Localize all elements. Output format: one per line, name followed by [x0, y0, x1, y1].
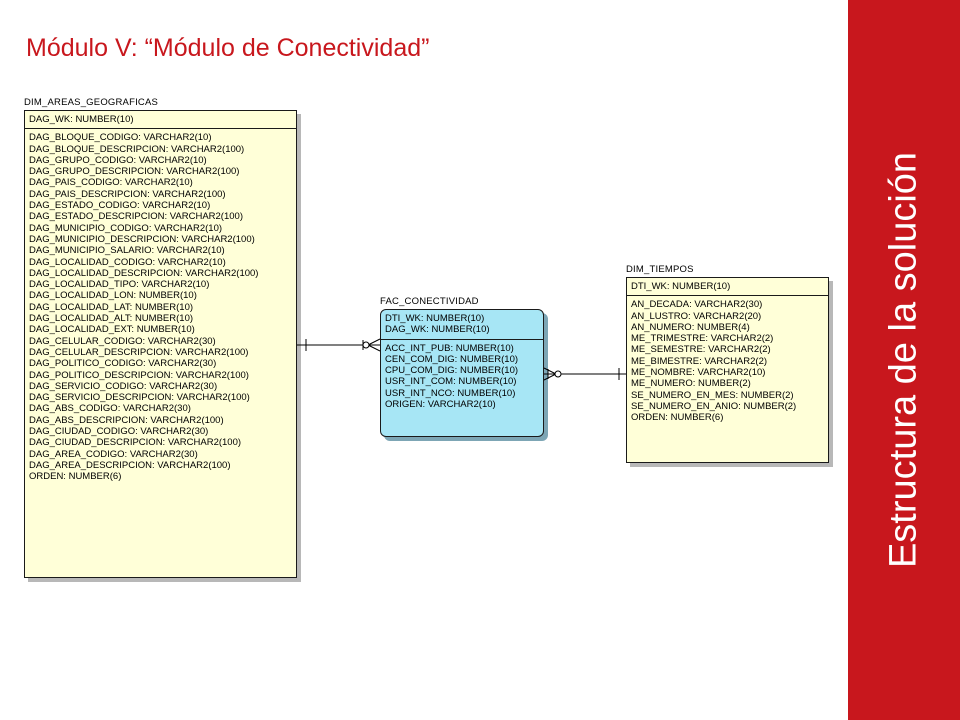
entity-attribute-column: ORDEN: NUMBER(6) — [29, 471, 122, 483]
crow-foot-upper-right — [543, 367, 557, 375]
entity-attribute-column: SE_NUMERO_EN_MES: NUMBER(2) — [631, 389, 794, 401]
entity-attribute-column: DAG_LOCALIDAD_LAT: NUMBER(10) — [29, 301, 194, 313]
entity-attribute-column: DAG_LOCALIDAD_EXT: NUMBER(10) — [29, 324, 195, 336]
entity-attribute-column: DAG_POLITICO_CODIGO: VARCHAR2(30) — [29, 358, 217, 370]
entity-attribute-column: DAG_LOCALIDAD_DESCRIPCION: VARCHAR2(100) — [29, 267, 259, 279]
entity-attribute-column: DAG_MUNICIPIO_DESCRIPCION: VARCHAR2(100) — [29, 233, 255, 245]
entity-attributes: DAG_BLOQUE_CODIGO: VARCHAR2(10)DAG_BLOQU… — [25, 129, 296, 485]
entity-dim-areas-geograficas[interactable]: DAG_WK: NUMBER(10) DAG_BLOQUE_CODIGO: VA… — [24, 110, 297, 578]
entity-name-dim-tiempos: DIM_TIEMPOS — [626, 264, 694, 275]
side-band — [848, 0, 960, 720]
entity-attribute-column: DAG_ESTADO_CODIGO: VARCHAR2(10) — [29, 200, 211, 212]
entity-name-dim-areas: DIM_AREAS_GEOGRAFICAS — [24, 97, 159, 108]
entity-dim-tiempos[interactable]: DTI_WK: NUMBER(10) AN_DECADA: VARCHAR2(3… — [626, 277, 829, 463]
entity-attribute-column: DAG_ABS_DESCRIPCION: VARCHAR2(100) — [29, 414, 224, 426]
optional-circle-left — [362, 341, 370, 349]
optional-circle-right — [554, 370, 562, 378]
entity-attribute-column: DAG_AREA_CODIGO: VARCHAR2(30) — [29, 448, 198, 460]
entity-attribute-column: AN_DECADA: VARCHAR2(30) — [631, 299, 763, 311]
entity-attribute-column: DAG_ESTADO_DESCRIPCION: VARCHAR2(100) — [29, 211, 243, 223]
entity-attribute-column: DAG_LOCALIDAD_TIPO: VARCHAR2(10) — [29, 279, 210, 291]
entity-attribute-column: CPU_COM_DIG: NUMBER(10) — [385, 365, 519, 377]
entity-attribute-column: ME_NOMBRE: VARCHAR2(10) — [631, 367, 766, 379]
entity-attribute-column: DAG_POLITICO_DESCRIPCION: VARCHAR2(100) — [29, 369, 249, 381]
entity-attribute-column: ME_BIMESTRE: VARCHAR2(2) — [631, 355, 768, 367]
entity-attribute-column: USR_INT_NCO: NUMBER(10) — [385, 387, 516, 399]
entity-attribute-column: SE_NUMERO_EN_ANIO: NUMBER(2) — [631, 400, 797, 412]
entity-name-fac-conectividad: FAC_CONECTIVIDAD — [380, 296, 479, 307]
entity-attribute-column: DAG_PAIS_DESCRIPCION: VARCHAR2(100) — [29, 188, 226, 200]
entity-attribute-column: USR_INT_COM: NUMBER(10) — [385, 376, 517, 388]
entity-key-column: DAG_WK: NUMBER(10) — [385, 324, 490, 336]
entity-attribute-column: DAG_MUNICIPIO_CODIGO: VARCHAR2(10) — [29, 222, 223, 234]
entity-attribute-column: ORDEN: NUMBER(6) — [631, 412, 724, 424]
entity-attribute-column: DAG_CIUDAD_CODIGO: VARCHAR2(30) — [29, 426, 209, 438]
entity-keys: DTI_WK: NUMBER(10) — [627, 278, 828, 297]
relationship-areas-to-fact — [297, 338, 381, 352]
entity-attribute-column: DAG_ABS_CODIGO: VARCHAR2(30) — [29, 403, 191, 415]
entity-attribute-column: ACC_INT_PUB: NUMBER(10) — [385, 342, 514, 354]
entity-attribute-column: DAG_LOCALIDAD_LON: NUMBER(10) — [29, 290, 197, 302]
relationship-tiempos-to-fact — [543, 367, 626, 381]
entity-attribute-column: DAG_GRUPO_CODIGO: VARCHAR2(10) — [29, 154, 207, 166]
entity-attribute-column: ME_SEMESTRE: VARCHAR2(2) — [631, 344, 771, 356]
entity-attribute-column: CEN_COM_DIG: NUMBER(10) — [385, 353, 519, 365]
entity-key-column: DTI_WK: NUMBER(10) — [631, 281, 731, 292]
entity-attribute-column: DAG_AREA_DESCRIPCION: VARCHAR2(100) — [29, 459, 231, 471]
entity-keys: DTI_WK: NUMBER(10)DAG_WK: NUMBER(10) — [381, 310, 543, 340]
entity-attribute-column: AN_NUMERO: NUMBER(4) — [631, 321, 750, 333]
entity-attribute-column: DAG_MUNICIPIO_SALARIO: VARCHAR2(10) — [29, 245, 225, 257]
entity-attribute-column: DAG_BLOQUE_DESCRIPCION: VARCHAR2(100) — [29, 143, 245, 155]
entity-attribute-column: AN_LUSTRO: VARCHAR2(20) — [631, 310, 762, 322]
entity-attribute-column: DAG_LOCALIDAD_ALT: NUMBER(10) — [29, 313, 194, 325]
entity-attribute-column: DAG_CELULAR_CODIGO: VARCHAR2(30) — [29, 335, 216, 347]
entity-attribute-column: DAG_PAIS_CODIGO: VARCHAR2(10) — [29, 177, 193, 189]
entity-attribute-column: DAG_GRUPO_DESCRIPCION: VARCHAR2(100) — [29, 166, 240, 178]
entity-attribute-column: DAG_SERVICIO_DESCRIPCION: VARCHAR2(100) — [29, 392, 250, 404]
entity-attribute-column: DAG_LOCALIDAD_CODIGO: VARCHAR2(10) — [29, 256, 226, 268]
crow-foot-upper-left — [367, 338, 381, 346]
entity-attribute-column: DAG_SERVICIO_CODIGO: VARCHAR2(30) — [29, 380, 218, 392]
entity-attribute-column: ME_TRIMESTRE: VARCHAR2(2) — [631, 333, 774, 345]
crow-foot-lower-right — [543, 373, 557, 381]
entity-attribute-column: ME_NUMERO: NUMBER(2) — [631, 378, 751, 390]
entity-attribute-column: ORIGEN: VARCHAR2(10) — [385, 399, 496, 411]
entity-fac-conectividad[interactable]: DTI_WK: NUMBER(10)DAG_WK: NUMBER(10) ACC… — [380, 309, 544, 437]
entity-key-column: DTI_WK: NUMBER(10) — [385, 313, 485, 324]
entity-attribute-column: DAG_CELULAR_DESCRIPCION: VARCHAR2(100) — [29, 346, 249, 358]
entity-attribute-column: DAG_BLOQUE_CODIGO: VARCHAR2(10) — [29, 132, 212, 144]
entity-attributes: ACC_INT_PUB: NUMBER(10)CEN_COM_DIG: NUMB… — [381, 340, 543, 414]
entity-attribute-column: DAG_CIUDAD_DESCRIPCION: VARCHAR2(100) — [29, 437, 242, 449]
entity-attributes: AN_DECADA: VARCHAR2(30)AN_LUSTRO: VARCHA… — [627, 296, 828, 426]
crow-foot-lower-left — [367, 344, 381, 352]
slide-title: Módulo V: “Módulo de Conectividad” — [26, 34, 430, 62]
entity-keys: DAG_WK: NUMBER(10) — [25, 111, 296, 130]
entity-key-column: DAG_WK: NUMBER(10) — [29, 114, 134, 125]
